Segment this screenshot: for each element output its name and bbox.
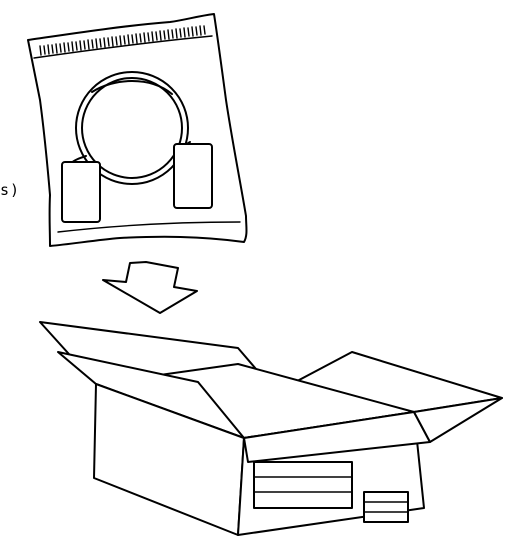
- bag-seal-line: [33, 35, 213, 59]
- open-box-icon: [39, 321, 503, 536]
- bag-seal-ticks: [39, 25, 206, 56]
- cable-in-bag-icon: [27, 13, 248, 247]
- down-arrow-icon: [102, 261, 198, 314]
- box-right-flap: [413, 397, 503, 443]
- clipped-caption-text: s): [0, 181, 21, 199]
- cable-connector-left: [61, 161, 101, 223]
- bag-bottom-edge: [57, 221, 241, 233]
- cable-connector-right: [173, 143, 213, 209]
- box-barcode-label: [363, 491, 409, 523]
- box-label: [253, 461, 353, 509]
